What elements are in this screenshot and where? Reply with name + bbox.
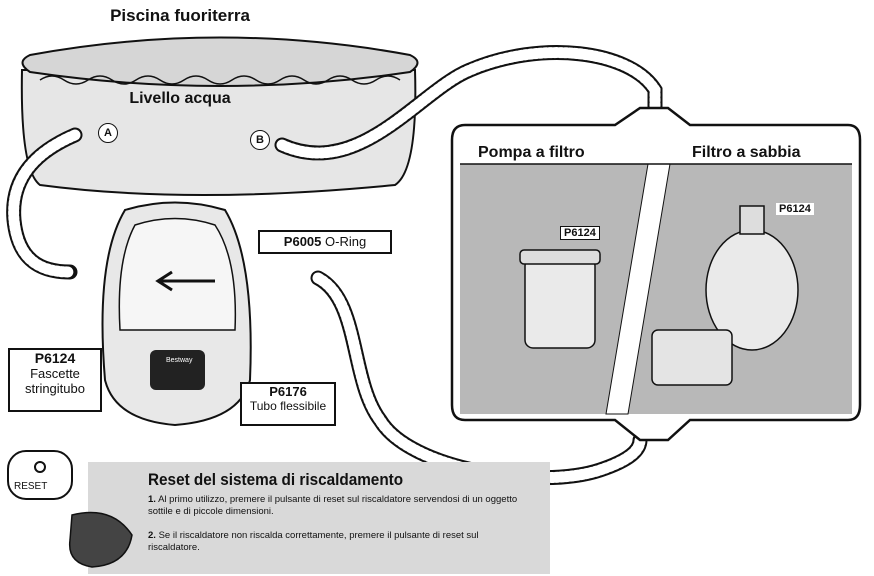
pool-illustration: [20, 36, 419, 196]
oring-part-box: P6005 O-Ring: [258, 230, 392, 254]
clamps-part-box: P6124 Fascette stringitubo: [8, 348, 102, 412]
reset-step-1: 1. Al primo utilizzo, premere il pulsant…: [148, 494, 518, 518]
hose-label: Tubo flessibile: [249, 399, 327, 413]
filter-pump-part-code: P6124: [560, 226, 600, 240]
clamps-label-line2: stringitubo: [25, 381, 85, 396]
clamps-code: P6124: [34, 350, 76, 366]
port-b-marker: B: [250, 130, 270, 150]
reset-button-label: RESET: [14, 481, 48, 492]
reset-button-illustration: [7, 450, 133, 568]
reset-step-1-number: 1.: [148, 494, 156, 505]
page-title: Piscina fuoriterra: [110, 6, 250, 25]
reset-title: Reset del sistema di riscaldamento: [148, 470, 404, 489]
reset-step-2-text: Se il riscaldatore non riscalda corretta…: [148, 530, 479, 553]
heater-brand: Bestway: [166, 357, 193, 364]
oring-label: O-Ring: [325, 234, 367, 249]
sand-filter-title: Filtro a sabbia: [692, 144, 801, 161]
reset-step-2: 2. Se il riscaldatore non riscalda corre…: [148, 530, 518, 554]
water-level-label: Livello acqua: [129, 90, 231, 107]
heater-illustration: [101, 201, 252, 427]
filter-pump-title: Pompa a filtro: [478, 144, 585, 161]
reset-step-2-number: 2.: [148, 530, 156, 541]
reset-instructions-panel: [88, 462, 550, 574]
port-a-marker: A: [98, 123, 118, 143]
hose-code: P6176: [269, 384, 307, 399]
hoses: [6, 45, 663, 486]
hose-part-box: P6176 Tubo flessibile: [240, 382, 336, 426]
oring-code: P6005: [283, 234, 322, 249]
reset-step-1-text: Al primo utilizzo, premere il pulsante d…: [148, 494, 518, 517]
filter-box: [450, 106, 862, 442]
clamps-label-line1: Fascette: [30, 366, 80, 381]
sand-filter-part-code: P6124: [776, 203, 814, 215]
